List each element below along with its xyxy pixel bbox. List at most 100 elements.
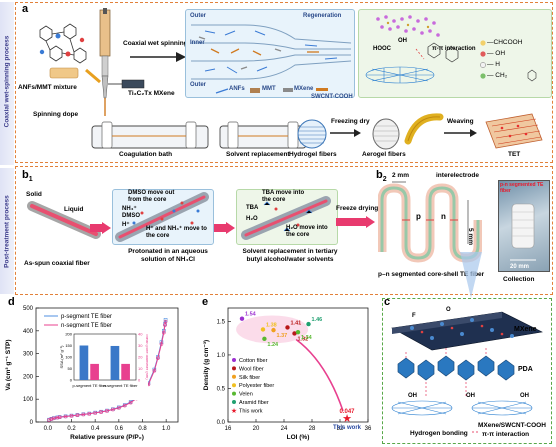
anfs-mmt-label: ANFs/MMT mixture bbox=[18, 84, 77, 91]
b1-arrow-2 bbox=[214, 222, 235, 234]
coaxial-arrow bbox=[130, 52, 186, 62]
hydrogel-roll bbox=[297, 119, 327, 149]
isotherm-point-n bbox=[128, 400, 133, 405]
panel-a-frame bbox=[15, 2, 553, 163]
solvent-rep-label: Solvent replacement in tertiary butyl al… bbox=[242, 248, 338, 263]
inset-bg bbox=[58, 328, 148, 400]
inset-ytick-right: 0 bbox=[138, 378, 141, 383]
liquid-label: Liquid bbox=[64, 206, 84, 213]
freezing-label: Freezing dry bbox=[331, 118, 370, 125]
hooc-label: HOOC bbox=[373, 46, 391, 52]
inset-ytick-right: 40 bbox=[138, 332, 143, 337]
nh4-label: NH₄⁺ bbox=[122, 206, 137, 212]
scatter-point-label-0: 1.54 bbox=[245, 312, 257, 318]
isotherm-xtick-label: 0.4 bbox=[91, 426, 100, 432]
solvent-bath bbox=[219, 121, 307, 149]
inset-ytick-left: 200 bbox=[65, 332, 72, 337]
isotherm-point-n bbox=[75, 413, 80, 417]
isotherm-point-n bbox=[122, 403, 127, 408]
c-pi-label: π-π interaction bbox=[482, 431, 530, 438]
side-label-bottom: Post-treatment process bbox=[3, 195, 11, 268]
c-oh-1: OH bbox=[408, 393, 417, 399]
isotherm-xtick-label: 1.0 bbox=[162, 426, 171, 432]
scatter-point-7 bbox=[295, 329, 301, 335]
c-oh-2: OH bbox=[466, 393, 475, 399]
protonation-drawing bbox=[115, 192, 209, 242]
isotherm-point-n bbox=[105, 409, 109, 413]
outer-top-label: Outer bbox=[190, 13, 207, 19]
scatter-point-label-2: 1.41 bbox=[291, 320, 302, 326]
isotherm-point-n bbox=[111, 407, 115, 412]
inset-bar-ssa bbox=[79, 345, 89, 380]
solvent-exchange-drawing bbox=[241, 196, 331, 240]
pn-fiber-label: p–n segmented core-shell TE fiber bbox=[378, 271, 485, 278]
solvent-replacement-label: Solvent replacement bbox=[226, 151, 290, 158]
dmso-label: DMSO bbox=[122, 213, 140, 219]
inset-ytick-left: 150 bbox=[65, 343, 72, 348]
legend-chcooh: —CHCOOH bbox=[487, 39, 523, 46]
pi-interaction-label: π-π interaction bbox=[432, 46, 476, 52]
scatter-legend-marker-0 bbox=[232, 358, 236, 362]
isotherm-plot-frame bbox=[35, 307, 179, 423]
tba-move-label: TBA move into the core bbox=[262, 190, 305, 203]
isotherm-point-n bbox=[117, 406, 121, 410]
isotherm-point-n bbox=[69, 414, 74, 418]
scatter-legend-marker-2 bbox=[232, 374, 236, 379]
aerogel-label: Aerogel fibers bbox=[362, 151, 406, 158]
scatter-point-label-1: 1.32 bbox=[298, 336, 309, 342]
panel-b-frame bbox=[15, 166, 553, 295]
legend-h: — H bbox=[487, 61, 500, 68]
panel-c-frame bbox=[382, 298, 552, 444]
scatter-legend-label-6: This work bbox=[239, 408, 263, 414]
isotherm-point-n bbox=[51, 416, 56, 421]
h-nh4-label: H⁺ and NH₄⁺ move to the core bbox=[146, 226, 207, 239]
anfs-mmt-structure bbox=[39, 23, 87, 79]
scatter-xlabel: LOI (%) bbox=[287, 434, 310, 441]
legend-oh: — OH bbox=[487, 50, 506, 57]
c-o-label: O bbox=[446, 307, 451, 313]
isotherm-point-n bbox=[63, 414, 68, 419]
scatter-legend-marker-6: ★ bbox=[231, 407, 237, 415]
isotherm-point-n bbox=[81, 412, 86, 417]
isotherm-point-n bbox=[87, 411, 92, 416]
isotherm-xtick-label: 0.2 bbox=[67, 426, 76, 432]
isotherm-ytick-label: 0 bbox=[30, 420, 34, 426]
dmso-move-label: DMSO move out from the core bbox=[128, 190, 175, 203]
scatter-plot-frame bbox=[227, 307, 369, 423]
scatter-legend-label-5: Aramid fiber bbox=[239, 400, 269, 406]
panel-e-letter: e bbox=[202, 296, 209, 308]
scatter-ylabel: Density (g cm⁻³) bbox=[203, 340, 210, 390]
inset-ytick-right: 30 bbox=[138, 343, 143, 348]
scatter-point-6 bbox=[306, 321, 311, 327]
c-f-label: F bbox=[412, 313, 416, 319]
scatter-point-label-7: 1.34 bbox=[301, 335, 313, 341]
panel-d-letter: d bbox=[8, 296, 15, 308]
collection-spool bbox=[510, 203, 536, 261]
panel-c-drawing bbox=[391, 311, 543, 433]
interaction-drawing bbox=[365, 15, 537, 84]
scatter-label-this-work: 0.047 bbox=[339, 409, 355, 415]
two-mm-label: 2 mm bbox=[392, 172, 409, 179]
scatter-legend-marker-3 bbox=[232, 383, 236, 388]
inset-ytick-right: 10 bbox=[138, 366, 143, 371]
swcnt-label: SWCNT-COOH bbox=[311, 94, 353, 100]
isotherm-point-n bbox=[55, 415, 60, 420]
scatter-point-1 bbox=[292, 331, 297, 336]
scatter-ytick-label: 0.0 bbox=[217, 420, 226, 426]
isotherm-ytick-label: 300 bbox=[23, 352, 34, 358]
inset-bar-pore bbox=[121, 363, 130, 380]
scatter-ytick-label: 1.0 bbox=[217, 353, 226, 359]
spinning-dope-label: Spinning dope bbox=[33, 111, 79, 118]
c-oh-3: OH bbox=[520, 393, 529, 399]
anfs-label: ANFs bbox=[229, 86, 245, 92]
scatter-legend-label-3: Polyester fiber bbox=[239, 383, 274, 389]
c-hbond-label: Hydrogen bonding bbox=[410, 430, 468, 437]
panel-a-letter: a bbox=[22, 3, 29, 15]
freezing-arrow bbox=[330, 129, 361, 137]
pn-segmented-fiber bbox=[378, 181, 482, 263]
scatter-ytick-label: 0.5 bbox=[217, 386, 226, 392]
panel-c-callout bbox=[460, 252, 482, 298]
isotherm-ytick-label: 100 bbox=[23, 397, 34, 403]
isotherm-point-p bbox=[163, 318, 168, 322]
aerogel-roll bbox=[372, 118, 400, 150]
